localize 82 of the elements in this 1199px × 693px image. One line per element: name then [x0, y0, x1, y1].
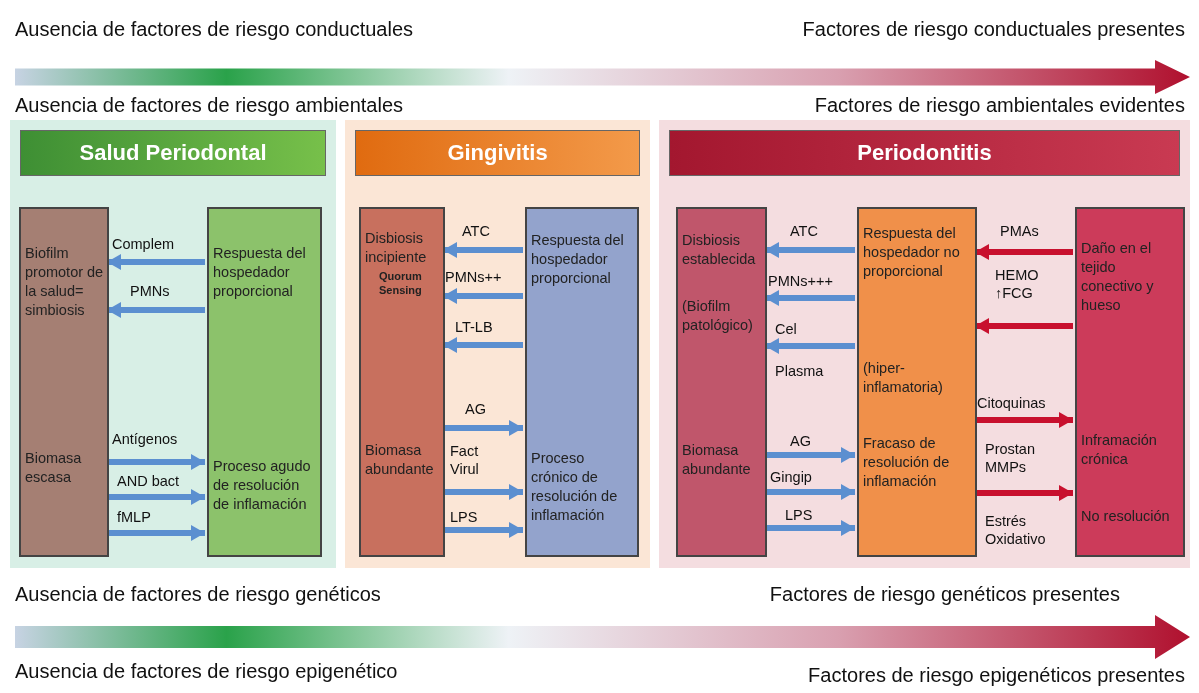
column-box — [359, 207, 445, 557]
column-box — [857, 207, 977, 557]
arrow — [443, 337, 523, 353]
edge-label: Antígenos — [112, 430, 178, 449]
arrow — [765, 447, 855, 463]
edge-label: Prostan MMPs — [985, 440, 1036, 477]
stage-header: Gingivitis — [355, 130, 640, 176]
box-text: Respuesta del hospedador proporcional — [213, 244, 307, 301]
arrow — [765, 484, 855, 500]
column-box — [676, 207, 767, 557]
box-text: Biomasa escasa — [25, 449, 83, 487]
column-box — [1075, 207, 1185, 557]
edge-label: PMNs+++ — [768, 272, 833, 291]
arrow — [975, 244, 1073, 260]
box-text: Disbiosis establecida — [682, 231, 757, 269]
edge-label: Fact Virul — [450, 442, 480, 479]
scale-label: Ausencia de factores de riesgo epigenético — [15, 660, 398, 683]
stage-panel — [8, 118, 338, 570]
scale-label: Factores de riesgo epigenéticos presentes — [808, 664, 1185, 687]
box-text: Biofilm promotor de la salud= simbiosis — [25, 244, 104, 320]
edge-label: ATC — [790, 222, 818, 241]
column-box — [525, 207, 639, 557]
box-text: Disbiosis incipiente — [365, 229, 428, 267]
edge-label: Gingip — [770, 468, 812, 487]
box-text: (Biofilm patológico) — [682, 297, 754, 335]
edge-label: Citoquinas — [977, 394, 1046, 413]
edge-label: LPS — [785, 506, 813, 525]
box-text: Respuesta del hospedador proporcional — [531, 231, 625, 288]
box-text: Fracaso de resolución de inflamación — [863, 434, 951, 491]
stage-panel — [343, 118, 652, 570]
arrow — [765, 520, 855, 536]
stage-header: Periodontitis — [669, 130, 1180, 176]
stage-panel — [657, 118, 1192, 570]
edge-label: LPS — [450, 508, 478, 527]
arrow — [107, 302, 205, 318]
arrow — [443, 522, 523, 538]
edge-note: Estrés Oxidativo — [985, 512, 1047, 549]
column-box — [207, 207, 322, 557]
edge-label: AG — [465, 400, 486, 419]
scale-label: Factores de riesgo genéticos presentes — [769, 583, 1120, 606]
edge-label: PMNs — [130, 282, 170, 301]
scale-label: Factores de riesgo ambientales evidentes — [814, 94, 1185, 117]
arrow — [443, 242, 523, 258]
column-box — [19, 207, 109, 557]
box-text: Biomasa abundante — [365, 441, 435, 479]
edge-label: AG — [790, 432, 811, 451]
arrow — [107, 489, 205, 505]
scale-label: Ausencia de factores de riesgo ambientales — [15, 94, 403, 117]
scale-label: Ausencia de factores de riesgo genéticos — [15, 583, 381, 606]
scale-label: Factores de riesgo conductuales presentes — [802, 18, 1185, 41]
edge-label: LT-LB — [455, 318, 493, 337]
edge-label: fMLP — [117, 508, 151, 527]
box-text: Proceso agudo de resolución de inflamación — [213, 457, 312, 514]
box-text: Respuesta del hospedador no proporcional — [863, 224, 961, 281]
box-text: Quorum Sensing — [378, 269, 423, 298]
box-text: Biomasa abundante — [682, 441, 752, 479]
edge-label: PMAs — [1000, 222, 1039, 241]
box-text: Inframación crónica — [1081, 431, 1158, 469]
edge-label: AND bact — [117, 472, 180, 491]
arrow — [765, 338, 855, 354]
arrow — [443, 420, 523, 436]
arrow — [107, 254, 205, 270]
arrow — [975, 485, 1073, 501]
arrow — [975, 412, 1073, 428]
edge-label: Complem — [112, 235, 175, 254]
arrow — [443, 288, 523, 304]
arrow — [107, 454, 205, 470]
arrow — [107, 525, 205, 541]
scale-label: Ausencia de factores de riesgo conductuales — [15, 18, 414, 41]
edge-label: HEMO ↑FCG — [995, 266, 1040, 303]
edge-label: Cel — [775, 320, 797, 339]
arrow — [765, 242, 855, 258]
edge-label: PMNs++ — [445, 268, 502, 287]
box-text: Proceso crónico de resolución de inflamación — [531, 449, 619, 525]
stage-header: Salud Periodontal — [20, 130, 326, 176]
box-text: (hiper-inflamatoria) — [863, 359, 944, 397]
arrow — [443, 484, 523, 500]
arrow — [765, 290, 855, 306]
arrow — [975, 318, 1073, 334]
box-text: No resolución — [1081, 507, 1171, 526]
box-text: Daño en el tejido conectivo y hueso — [1081, 239, 1155, 315]
edge-label: ATC — [462, 222, 490, 241]
